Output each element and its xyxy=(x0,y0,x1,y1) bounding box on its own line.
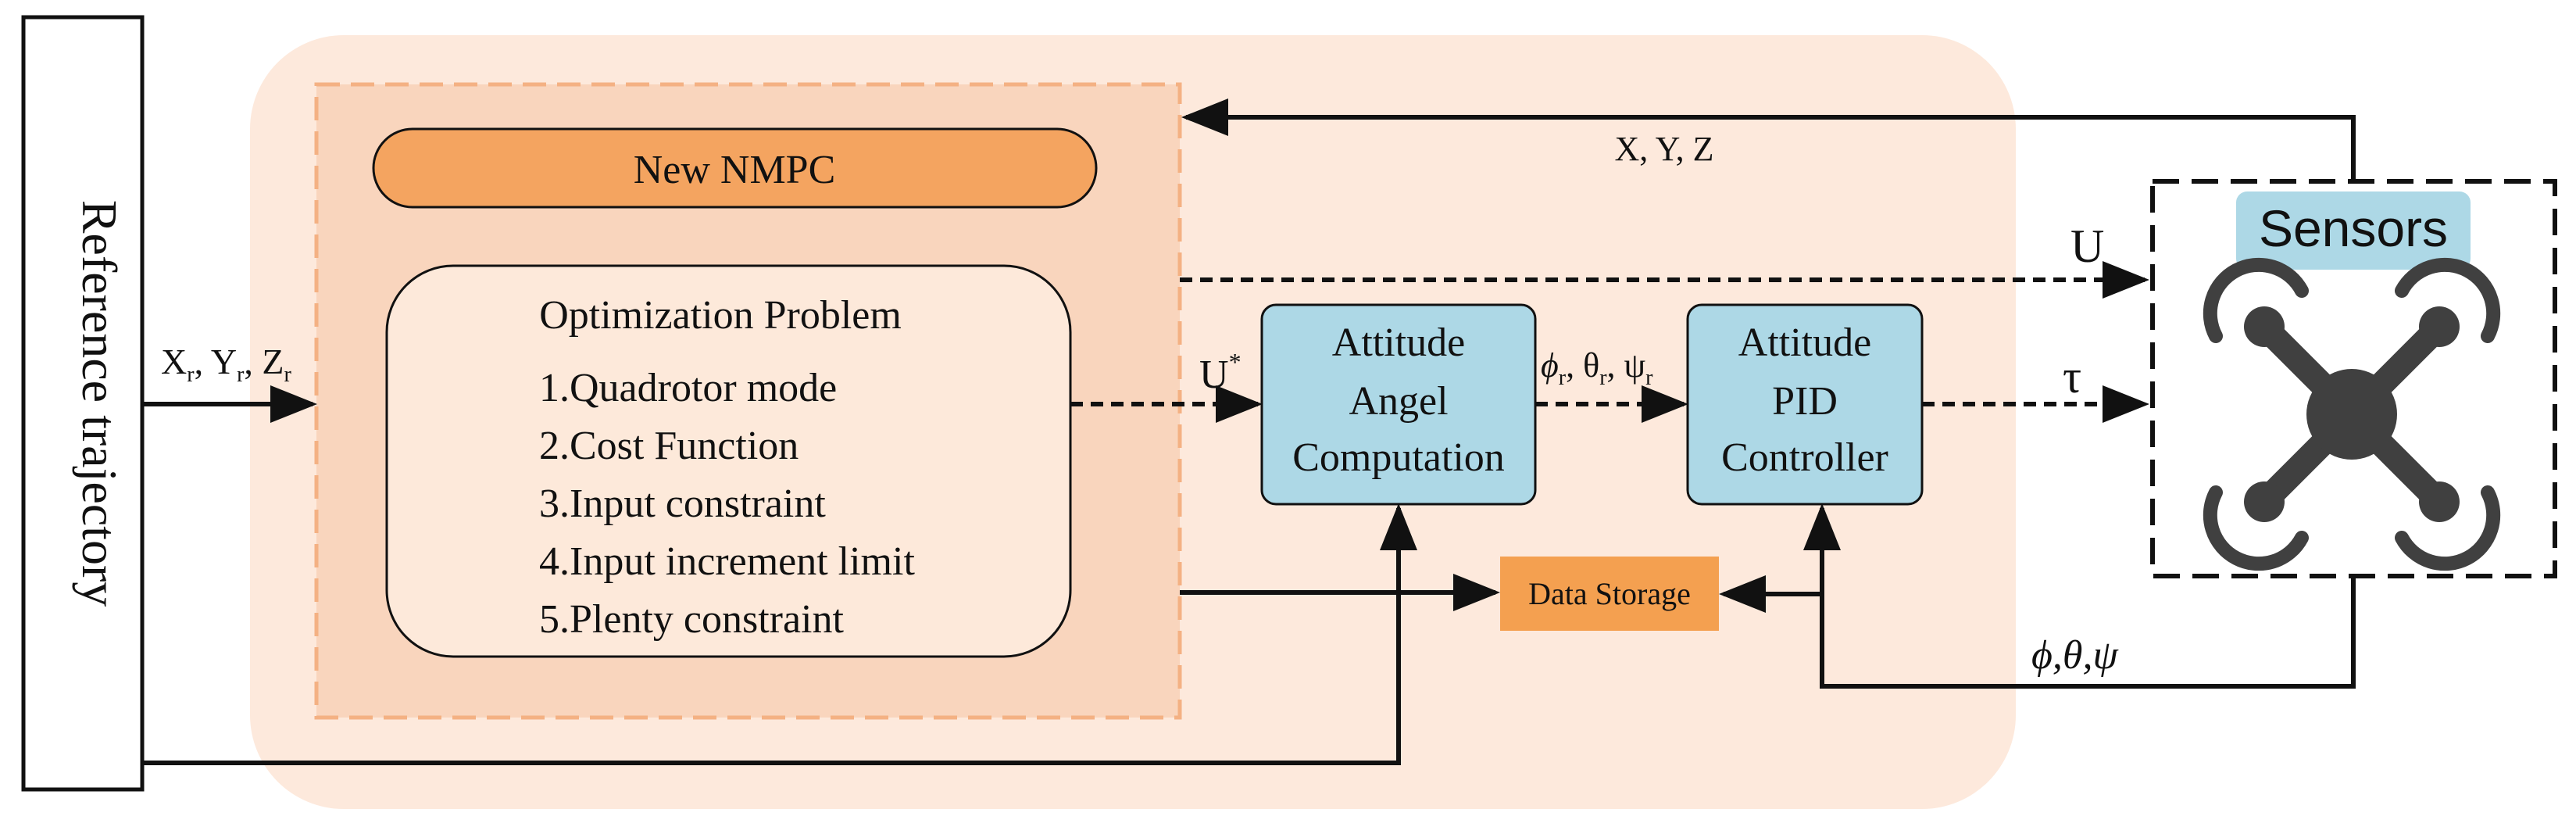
sensors-label: Sensors xyxy=(2259,199,2448,257)
attitude-pid-line2: PID xyxy=(1772,379,1838,424)
sensors-label-bg xyxy=(2236,191,2471,270)
data-storage-label: Data Storage xyxy=(1528,576,1691,611)
reference-trajectory-label: Reference trajectory xyxy=(72,200,127,607)
attitude-angle-line3: Computation xyxy=(1292,435,1505,480)
optimization-item-2: 2.Cost Function xyxy=(539,424,799,468)
attitude-angle-line2: Angel xyxy=(1349,379,1448,424)
signal-reference-xyz: Xr, Yr, Zr xyxy=(161,342,292,387)
optimization-item-1: 1.Quadrotor mode xyxy=(539,366,837,410)
optimization-problem-box xyxy=(385,264,1072,658)
signal-phi-theta-psi: ϕ,θ,ψ xyxy=(2031,633,2119,678)
attitude-angle-line1: Attitude xyxy=(1332,320,1465,365)
signal-u: U xyxy=(2070,220,2104,272)
nmpc-header xyxy=(372,127,1098,209)
quadrotor-drone-icon xyxy=(2203,257,2501,571)
connection-lines xyxy=(142,98,2356,765)
optimization-item-3: 3.Input constraint xyxy=(539,481,826,526)
signal-reference-angles: ϕr, θr, ψr xyxy=(1541,346,1653,390)
signal-tau: τ xyxy=(2063,351,2081,403)
attitude-pid-line3: Controller xyxy=(1721,435,1888,480)
data-storage-box xyxy=(1500,557,1719,631)
optimization-item-5: 5.Plenty constraint xyxy=(539,597,845,642)
reference-trajectory-box xyxy=(21,15,145,792)
signal-u-star: U* xyxy=(1199,348,1242,397)
optimization-item-4: 4.Input increment limit xyxy=(539,539,915,584)
arrow-feedback-xyz xyxy=(1181,98,2356,181)
nmpc-title: New NMPC xyxy=(634,148,836,192)
arrow-angle-feedback-to-pid xyxy=(1803,503,2356,689)
signal-feedback-xyz: X, Y, Z xyxy=(1614,130,1713,168)
optimization-title: Optimization Problem xyxy=(539,293,902,338)
attitude-pid-line1: Attitude xyxy=(1738,320,1871,365)
